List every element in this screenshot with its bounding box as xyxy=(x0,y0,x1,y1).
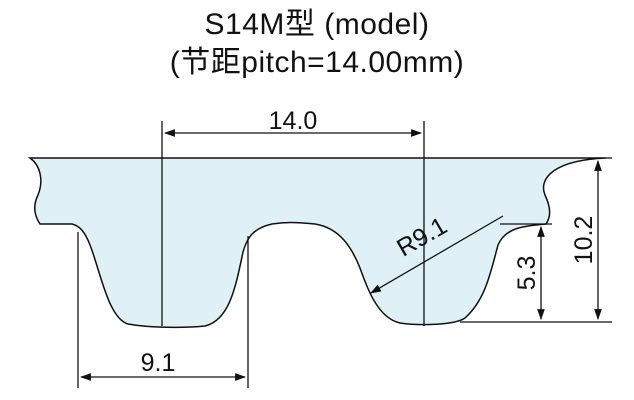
diagram-subtitle: (节距pitch=14.00mm) xyxy=(169,46,465,79)
tooth-width-label: 9.1 xyxy=(141,349,176,377)
belt-profile xyxy=(27,157,607,329)
radius-leader-line xyxy=(370,215,504,294)
diagram-title: S14M型 (model) xyxy=(204,8,430,41)
pitch-label: 14.0 xyxy=(269,107,318,135)
total-height-label: 10.2 xyxy=(570,216,598,265)
tooth-height-label: 5.3 xyxy=(513,256,541,291)
